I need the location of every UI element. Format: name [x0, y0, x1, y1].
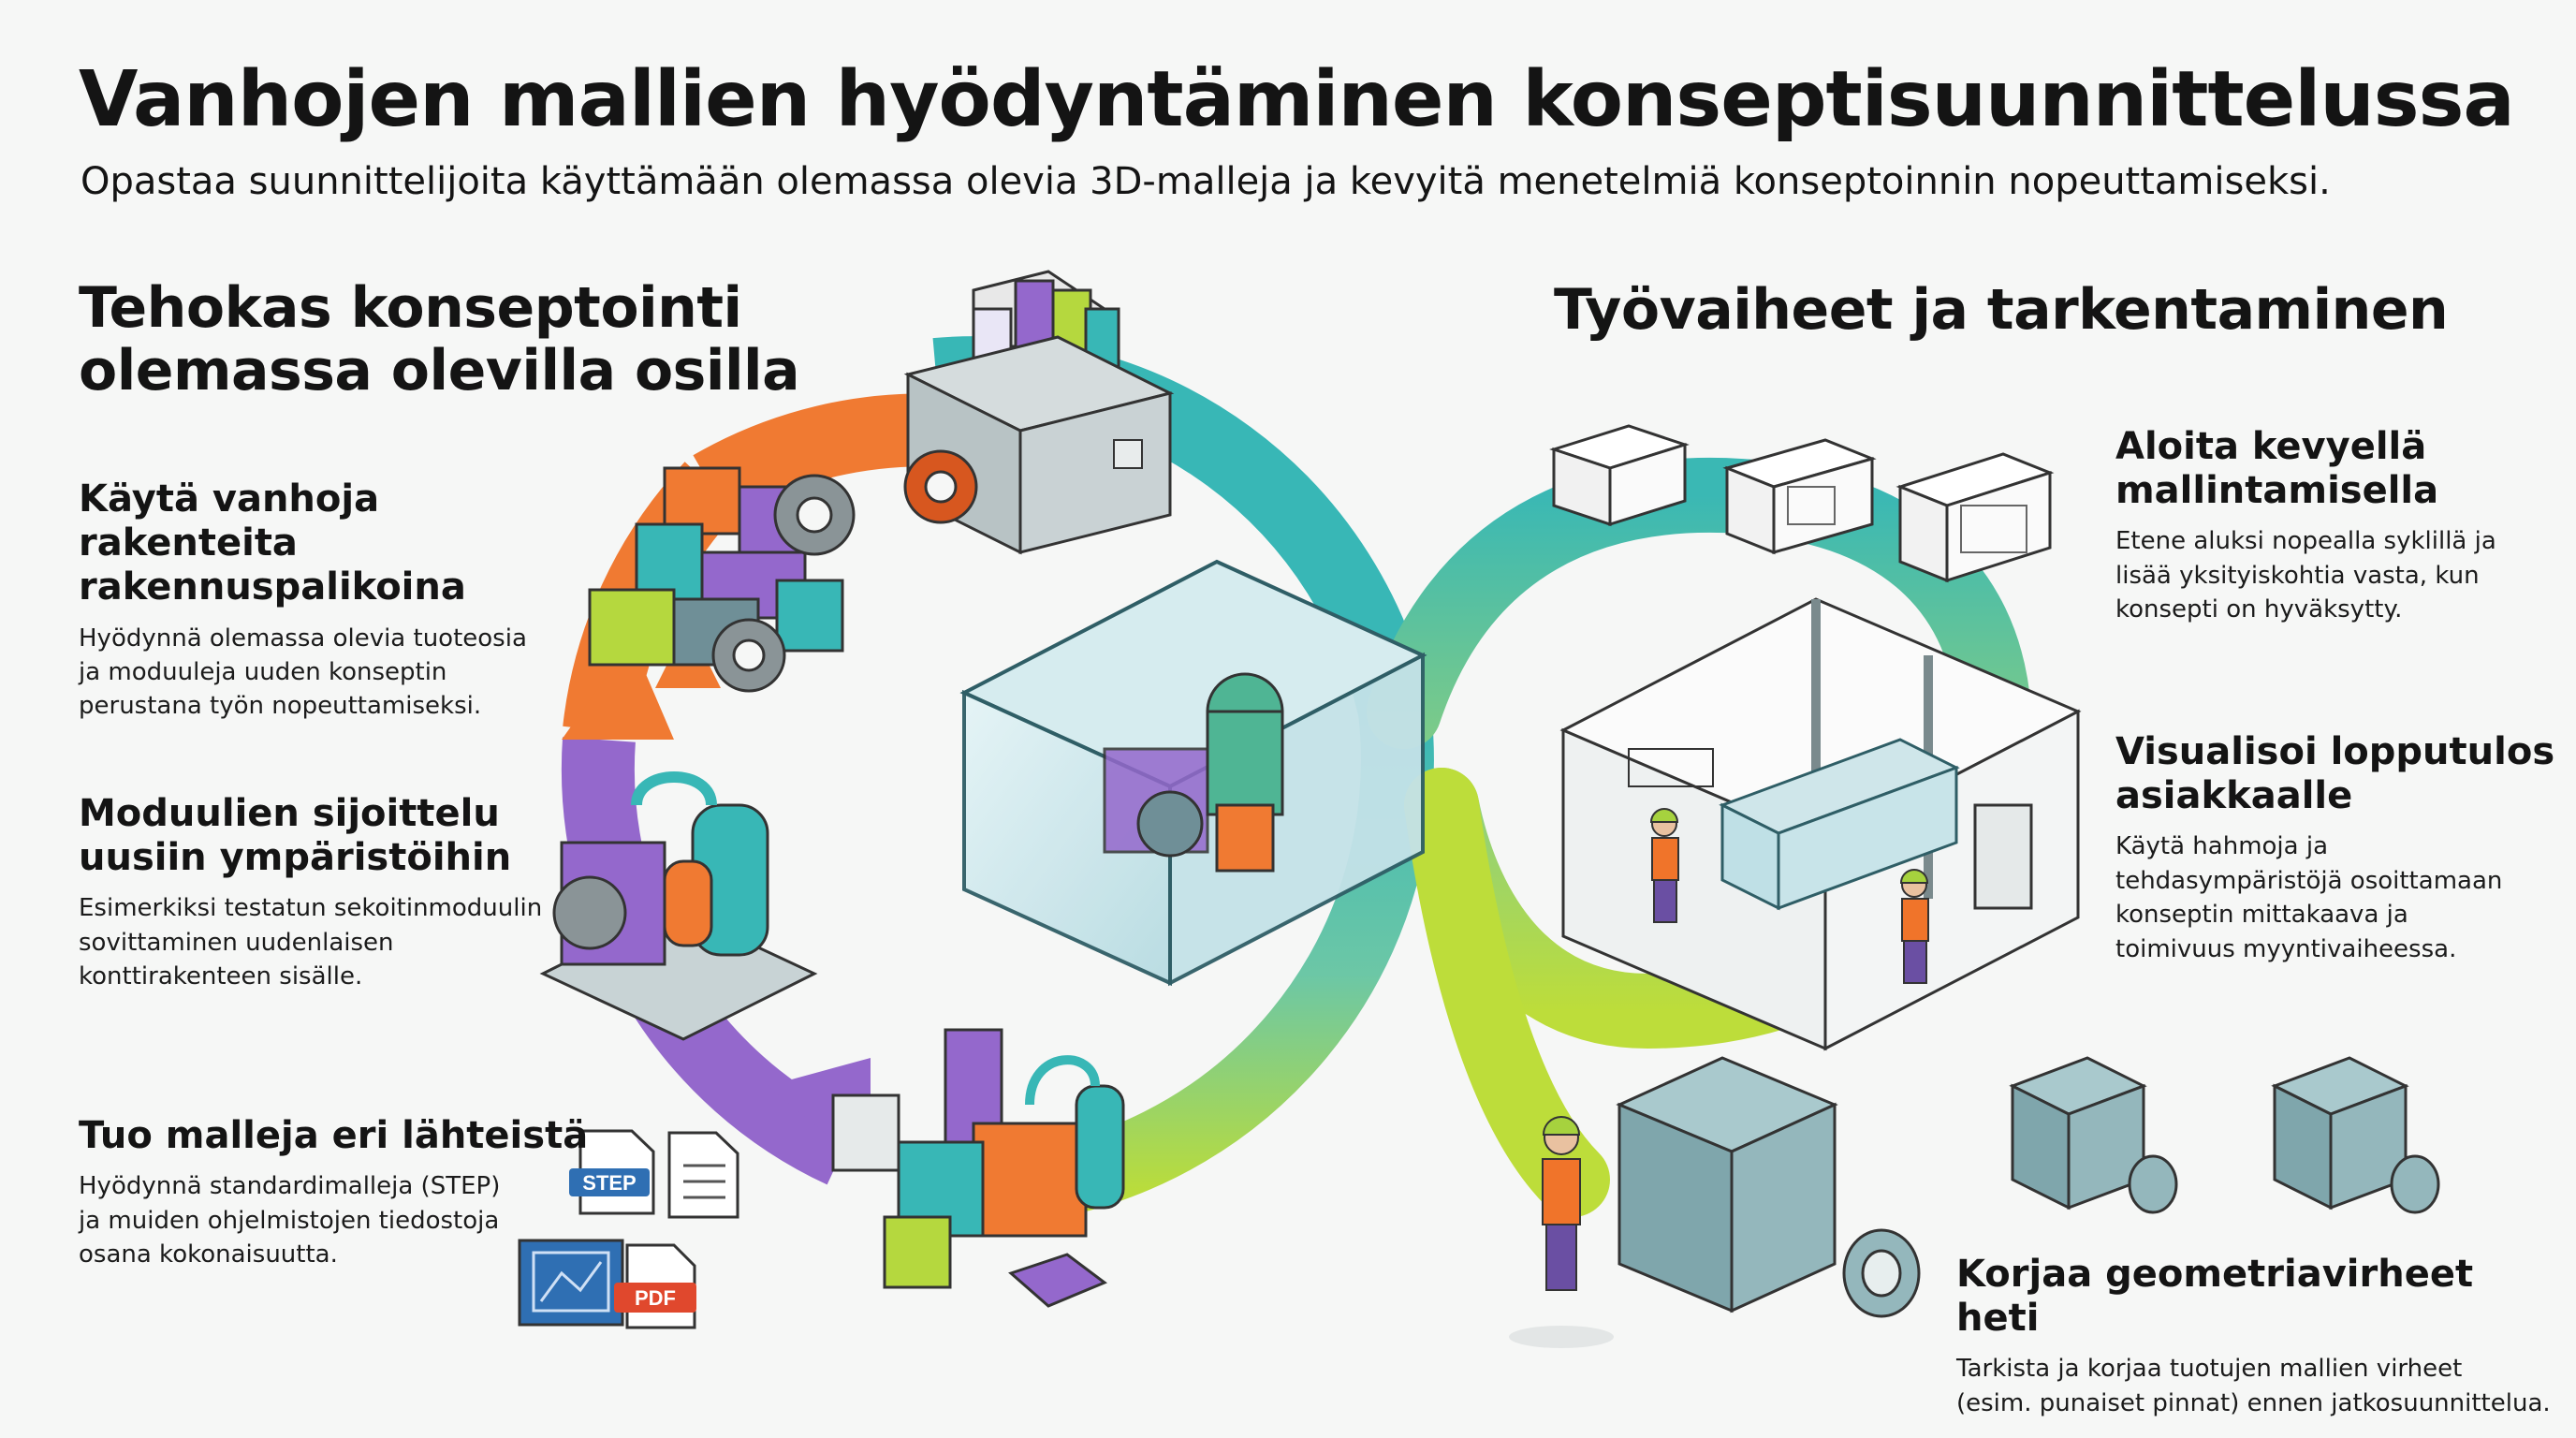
right-item-3: Korjaa geometriavirheet heti Tarkista ja…	[1956, 1253, 2555, 1420]
mixer-module-icon	[539, 771, 818, 1041]
arrow-head-orange	[562, 674, 674, 740]
gear-icon	[903, 449, 978, 524]
wireframe-box-detailed	[1722, 438, 1877, 555]
right-item-1: Aloita kevyellä mallintamisella Etene al…	[2115, 425, 2546, 627]
left-item-3-heading: Tuo malleja eri lähteistä	[79, 1114, 589, 1157]
step-label: STEP	[582, 1171, 636, 1195]
component-cluster-icon	[831, 1028, 1125, 1308]
pdf-label: PDF	[635, 1286, 676, 1310]
left-item-1: Käytä vanhoja rakenteita rakennuspalikoi…	[79, 477, 603, 724]
factory-hall-scene	[1559, 597, 2082, 1051]
pdf-file-icon	[614, 1243, 696, 1329]
right-item-1-text: Etene aluksi nopealla syklillä ja lisää …	[2115, 527, 2496, 624]
left-item-2-heading: Moduulien sijoittelu uusiin ympäristöihi…	[79, 792, 512, 880]
large-machine-part	[1616, 1056, 1921, 1318]
worker-figure	[1649, 808, 1679, 923]
right-item-3-text: Tarkista ja korjaa tuotujen mallien virh…	[1956, 1355, 2551, 1417]
left-item-3: Tuo malleja eri lähteistä Hyödynnä stand…	[79, 1114, 603, 1271]
right-item-2-text: Käytä hahmoja ja tehdasympäristöjä osoit…	[2115, 832, 2503, 963]
left-item-2-text: Esimerkiksi testatun sekoitinmoduulin so…	[79, 894, 543, 991]
machine-part-icon	[2271, 1056, 2440, 1214]
document-file-icon	[667, 1131, 739, 1219]
gear-icon	[773, 474, 856, 556]
left-item-1-heading: Käytä vanhoja rakenteita rakennuspalikoi…	[79, 477, 466, 609]
wireframe-box-complex	[1895, 452, 2055, 583]
worker-figure	[1509, 1116, 1614, 1348]
blueprint-file-icon	[518, 1239, 624, 1327]
right-section-title: Työvaiheet ja tarkentaminen	[1554, 277, 2449, 343]
right-item-3-heading: Korjaa geometriavirheet heti	[1956, 1253, 2474, 1341]
worker-figure	[1899, 869, 1929, 984]
page-title: Vanhojen mallien hyödyntäminen konseptis…	[79, 55, 2515, 144]
left-item-3-text: Hyödynnä standardimalleja (STEP) ja muid…	[79, 1172, 501, 1269]
left-item-2: Moduulien sijoittelu uusiin ympäristöihi…	[79, 792, 603, 994]
right-item-2-heading: Visualisoi lopputulos asiakkaalle	[2115, 730, 2555, 818]
right-item-2: Visualisoi lopputulos asiakkaalle Käytä …	[2115, 730, 2555, 966]
wireframe-box-simple	[1549, 424, 1690, 527]
page-subtitle: Opastaa suunnittelijoita käyttämään olem…	[80, 160, 2331, 203]
left-section-title: Tehokas konseptointi olemassa olevilla o…	[79, 275, 800, 404]
gear-icon	[711, 618, 786, 693]
right-item-1-heading: Aloita kevyellä mallintamisella	[2115, 425, 2439, 513]
machine-part-icon	[2009, 1056, 2178, 1214]
left-item-1-text: Hyödynnä olemassa olevia tuoteosia ja mo…	[79, 624, 527, 721]
step-file-icon	[569, 1129, 655, 1215]
glass-container-module	[959, 559, 1427, 987]
